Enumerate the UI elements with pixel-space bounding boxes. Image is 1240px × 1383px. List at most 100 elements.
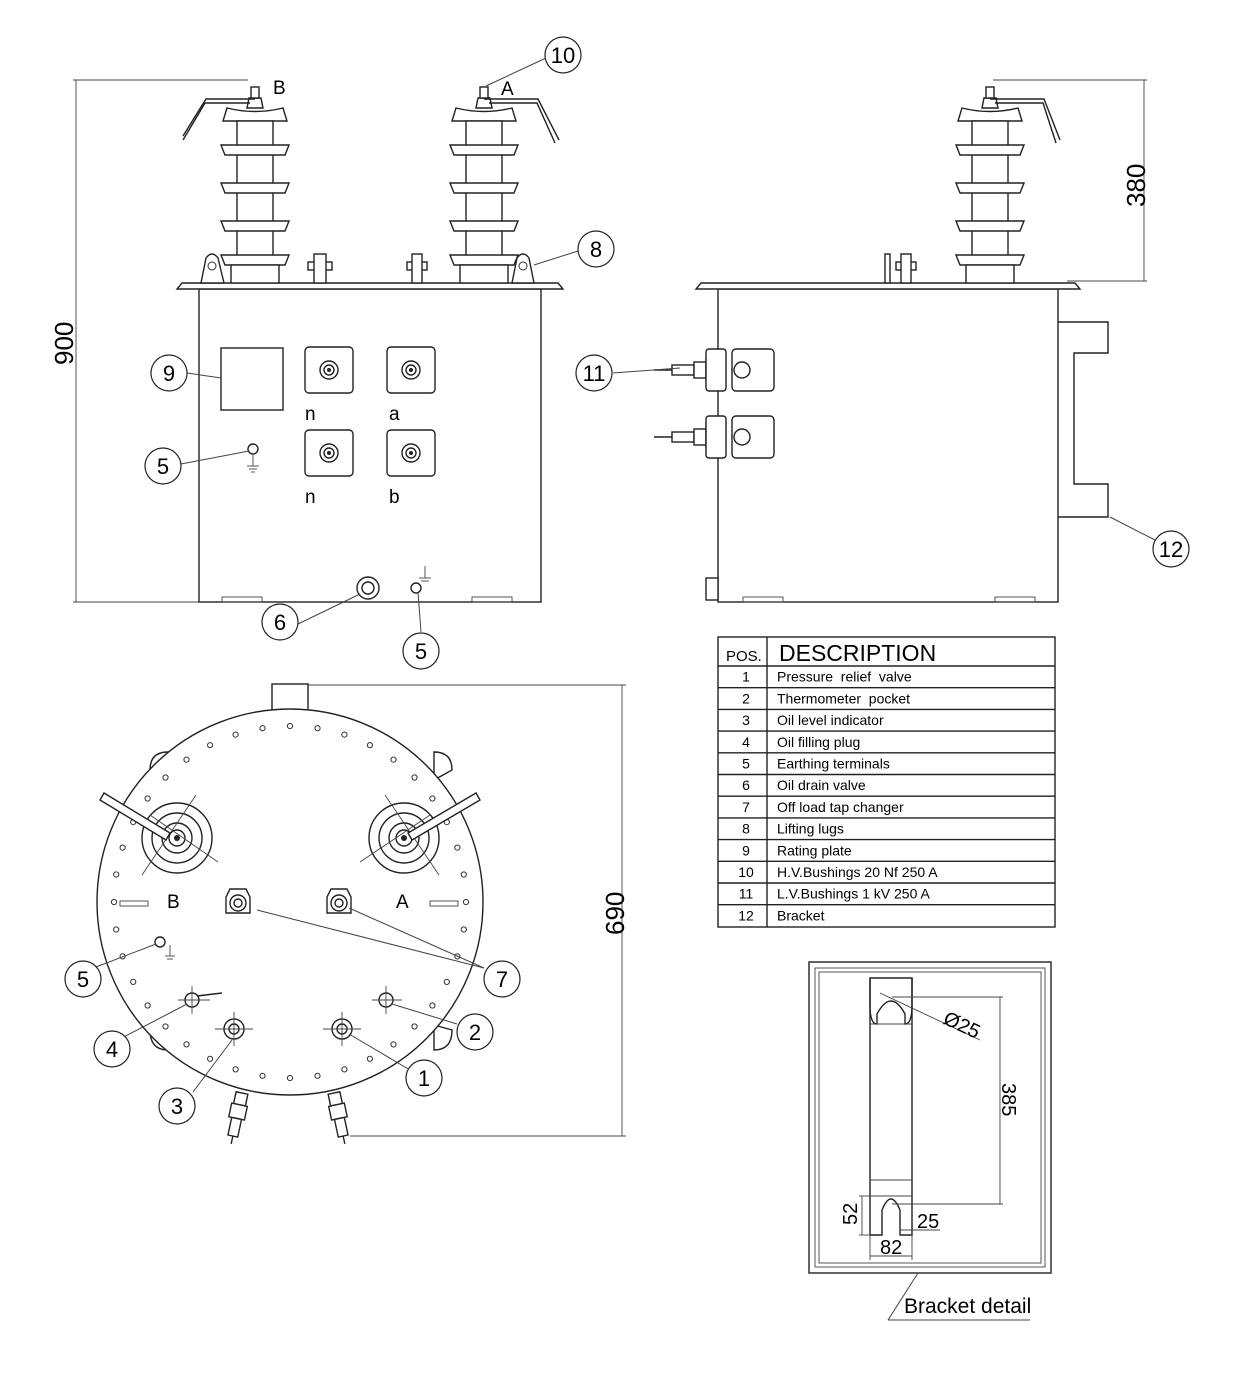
callout-7: 7 bbox=[496, 967, 508, 992]
bolt-hole bbox=[162, 774, 169, 781]
bolt-hole bbox=[411, 774, 418, 781]
bolt-hole bbox=[207, 742, 214, 749]
bolt-hole bbox=[259, 1072, 266, 1079]
bolt-hole bbox=[207, 1055, 214, 1062]
table-cell-description: Oil filling plug bbox=[777, 734, 860, 750]
bolt-hole bbox=[162, 1023, 169, 1030]
table-cell-description: Off load tap changer bbox=[777, 799, 904, 815]
lv-label-a: a bbox=[389, 404, 400, 425]
bolt-hole bbox=[429, 1002, 436, 1009]
dim-slot-height: 52 bbox=[840, 1203, 862, 1225]
front-view: 900 B A n a bbox=[49, 78, 565, 603]
bolt-hole bbox=[443, 978, 450, 986]
table-cell-pos: 12 bbox=[738, 907, 754, 923]
front-label-b: B bbox=[273, 78, 286, 99]
bolt-hole bbox=[144, 795, 151, 802]
bolt-hole bbox=[462, 898, 470, 906]
table-cell-description: Earthing terminals bbox=[777, 756, 890, 772]
table-cell-description: Thermometer pocket bbox=[777, 690, 910, 706]
dim-top-depth: 690 bbox=[600, 892, 630, 935]
dim-slot-width: 25 bbox=[917, 1211, 939, 1233]
bolt-hole bbox=[460, 871, 467, 878]
callout-1: 1 bbox=[418, 1066, 430, 1091]
dim-slot-spacing: 385 bbox=[997, 1083, 1019, 1116]
table-cell-description: L.V.Bushings 1 kV 250 A bbox=[777, 886, 930, 902]
bolt-hole bbox=[183, 1041, 190, 1048]
table-cell-pos: 4 bbox=[742, 734, 750, 750]
dim-bushing-height: 380 bbox=[1121, 164, 1151, 207]
front-label-a: A bbox=[501, 79, 514, 100]
table-cell-pos: 6 bbox=[742, 777, 750, 793]
table-cell-description: Lifting lugs bbox=[777, 821, 844, 837]
bolt-hole bbox=[341, 731, 348, 738]
rating-plate bbox=[220, 347, 284, 411]
callout-8: 8 bbox=[590, 237, 602, 262]
callout-5-top: 5 bbox=[77, 967, 89, 992]
dim-height-total: 900 bbox=[49, 322, 79, 365]
bolt-hole bbox=[286, 1074, 294, 1082]
bolt-hole bbox=[144, 1002, 151, 1009]
bolt-hole bbox=[110, 898, 118, 906]
dim-bracket-width: 82 bbox=[880, 1237, 902, 1259]
callout-5-front: 5 bbox=[157, 454, 169, 479]
callout-10: 10 bbox=[551, 43, 575, 68]
cover-bolt-holes bbox=[110, 722, 470, 1082]
callout-6: 6 bbox=[274, 610, 286, 635]
bolt-hole bbox=[314, 1072, 321, 1079]
callout-2: 2 bbox=[469, 1020, 481, 1045]
bolt-hole bbox=[232, 1066, 239, 1073]
side-view: 380 bbox=[653, 79, 1151, 603]
table-cell-pos: 7 bbox=[742, 799, 750, 815]
table-cell-description: Oil level indicator bbox=[777, 712, 884, 728]
callout-12: 12 bbox=[1159, 537, 1183, 562]
top-view: 690 B A bbox=[96, 683, 630, 1145]
bolt-hole bbox=[286, 722, 294, 730]
lv-label-n1: n bbox=[305, 404, 316, 425]
table-header-desc: DESCRIPTION bbox=[779, 640, 936, 666]
bolt-hole bbox=[460, 926, 467, 933]
bolt-hole bbox=[429, 795, 436, 802]
bolt-hole bbox=[259, 725, 266, 732]
callout-5-bottom: 5 bbox=[415, 639, 427, 664]
callouts: 10 8 9 5 6 5 11 12 7 5 2 4 1 3 bbox=[64, 36, 1190, 1125]
bolt-hole bbox=[232, 731, 239, 738]
lv-label-b: b bbox=[389, 487, 400, 508]
callout-4: 4 bbox=[106, 1037, 118, 1062]
table-cell-pos: 5 bbox=[742, 756, 750, 772]
table-header-pos: POS. bbox=[726, 648, 762, 665]
top-label-a: A bbox=[396, 892, 409, 913]
table-cell-pos: 2 bbox=[742, 690, 750, 706]
bracket-detail-label: Bracket detail bbox=[904, 1295, 1031, 1318]
table-cell-pos: 1 bbox=[742, 669, 750, 685]
bolt-hole bbox=[454, 844, 461, 851]
bolt-hole bbox=[113, 871, 120, 878]
table-cell-description: H.V.Bushings 20 Nf 250 A bbox=[777, 864, 938, 880]
bolt-hole bbox=[183, 756, 190, 763]
lv-label-n2: n bbox=[305, 487, 316, 508]
table-cell-pos: 9 bbox=[742, 842, 750, 858]
bolt-hole bbox=[119, 844, 126, 851]
bolt-hole bbox=[341, 1066, 348, 1073]
table-cell-pos: 10 bbox=[738, 864, 754, 880]
table-cell-pos: 11 bbox=[739, 886, 754, 902]
table-cell-pos: 3 bbox=[742, 712, 750, 728]
bracket-detail: Ø25 385 52 25 82 Bracket detail bbox=[808, 961, 1052, 1321]
callout-3: 3 bbox=[171, 1094, 183, 1119]
table-cell-pos: 8 bbox=[742, 821, 750, 837]
callout-9: 9 bbox=[163, 361, 175, 386]
table-cell-description: Pressure relief valve bbox=[777, 669, 912, 685]
table-cell-description: Bracket bbox=[777, 907, 825, 923]
bolt-hole bbox=[390, 756, 397, 763]
bolt-hole bbox=[113, 926, 120, 933]
bolt-hole bbox=[366, 1055, 373, 1062]
bolt-hole bbox=[130, 978, 137, 986]
bolt-hole bbox=[366, 742, 373, 749]
bolt-hole bbox=[411, 1023, 418, 1030]
bolt-hole bbox=[314, 725, 321, 732]
parts-table: POS. DESCRIPTION 1 Pressure relief valve 2… bbox=[717, 636, 1056, 928]
callout-11: 11 bbox=[583, 361, 606, 386]
table-cell-description: Oil drain valve bbox=[777, 777, 866, 793]
top-label-b: B bbox=[167, 892, 180, 913]
table-cell-description: Rating plate bbox=[777, 842, 852, 858]
